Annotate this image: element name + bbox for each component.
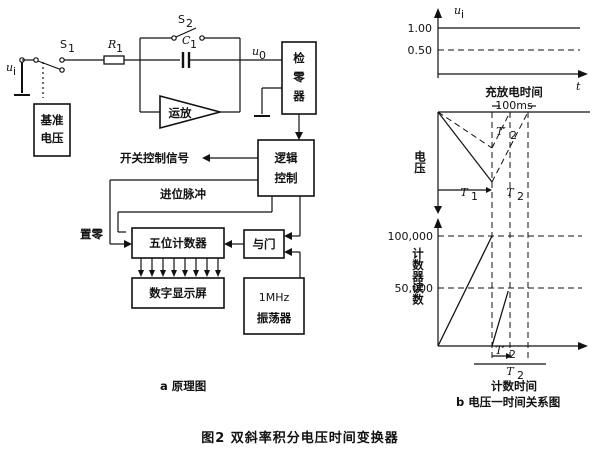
and-to-counter-arrow (224, 240, 232, 248)
carry-pulse-arrow (124, 240, 132, 248)
input-subscript: i (13, 65, 16, 78)
charge-time-title: 充放电时间 (485, 85, 543, 99)
count-ramp-2 (491, 290, 509, 347)
s2-contact-a (171, 35, 177, 41)
deintegrate-ramp-full (491, 111, 529, 183)
reference-voltage-label-1: 基准 (40, 113, 64, 127)
count-tick-1: 100,000 (388, 230, 434, 243)
t2-label-count: T (506, 365, 515, 378)
r1-subscript: 1 (116, 42, 123, 55)
s2-label: S (178, 13, 185, 26)
zero-detector-label-2: 零 (292, 70, 305, 84)
oscillator-box (243, 277, 305, 335)
t2p-label-count: T′ (495, 344, 505, 357)
reference-voltage-label-2: 电压 (41, 131, 64, 145)
count-ramp-1 (437, 235, 493, 347)
switch-signal-label: 开关控制信号 (120, 151, 189, 165)
c1-label: C (182, 34, 191, 47)
duration-label: 100ms (495, 99, 533, 112)
osc-to-and-arrow (284, 248, 292, 256)
t2-subscript-voltage: 2 (517, 190, 524, 203)
detector-to-logic-arrow (295, 132, 303, 140)
ui-axis-subscript: i (461, 8, 464, 21)
count-time-axis-arrow (578, 342, 588, 350)
switch-signal-arrow (202, 154, 210, 162)
count-axis-arrow (434, 218, 442, 228)
input-label: u (6, 61, 13, 74)
counter-box (131, 227, 225, 259)
t1-subscript: 1 (471, 190, 478, 203)
output-label: u (252, 45, 259, 58)
voltage-axis-label: 电压 (413, 150, 427, 175)
count-axis-label: 计数器读数 (411, 246, 425, 305)
oscillator-label-1: 1MHz (259, 291, 290, 304)
t2p-subscript-voltage: 2 (510, 129, 517, 142)
ui-axis-label: u (454, 4, 461, 17)
timing-sublabel: b 电压一时间关系图 (456, 395, 560, 409)
s1-contact-a (33, 57, 39, 63)
c1-subscript: 1 (190, 38, 197, 51)
timing-diagram: u i t 1.00 0.50 充放电时间 电压 100ms T 1 T 2 T… (388, 4, 590, 409)
s1-subscript: 1 (68, 42, 75, 55)
opamp-label: 运放 (169, 106, 192, 120)
reference-voltage-box (33, 103, 71, 157)
carry-pulse-label: 进位脉冲 (160, 187, 206, 201)
t2p-subscript-count: 2 (509, 348, 516, 361)
t2p-label-voltage: T′ (496, 125, 506, 138)
t1-label: T (460, 186, 469, 199)
counter-label: 五位计数器 (149, 236, 207, 250)
r1-label: R (107, 38, 116, 51)
ui-level-2-label: 0.50 (408, 44, 433, 57)
zero-detector-label-3: 器 (292, 89, 305, 103)
display-label: 数字显示屏 (149, 286, 207, 300)
logic-label-2: 控制 (275, 171, 298, 185)
s2-contact-b (199, 35, 205, 41)
voltage-axis-arrow (434, 206, 442, 214)
t2p-span-arrow (506, 353, 512, 359)
ui-axis-arrow (434, 8, 442, 18)
output-subscript: 0 (259, 49, 266, 62)
t2-subscript-count: 2 (517, 369, 524, 382)
t2-label-voltage: T (506, 186, 515, 199)
count-series-group (437, 235, 509, 347)
s2-subscript: 2 (186, 17, 193, 30)
ui-time-axis-arrow (578, 70, 588, 78)
resistor-r1 (103, 55, 125, 65)
integrate-ramp-half (437, 111, 493, 149)
deintegrate-ramp-half (491, 111, 511, 149)
circuit-sublabel: a 原理图 (160, 379, 206, 393)
figure-caption: 图2 双斜率积分电压时间变换器 (201, 430, 399, 446)
s1-blade (37, 60, 63, 71)
t1-span-arrow (486, 187, 492, 193)
opamp-triangle (159, 94, 224, 130)
s2-blade (175, 27, 197, 38)
s1-label: S (60, 38, 67, 51)
s1-common (59, 57, 65, 63)
circuit-diagram: u i S 1 基准 电压 R 1 C 1 (6, 13, 317, 393)
ui-level-1-label: 1.00 (408, 22, 433, 35)
zero-detector-box (281, 41, 317, 115)
s1-contact-b (59, 67, 65, 73)
ui-t-label: t (576, 80, 581, 93)
display-box (131, 277, 225, 309)
integrate-ramp-full (437, 111, 493, 183)
oscillator-label-2: 振荡器 (257, 311, 292, 325)
logic-control-box (257, 139, 315, 197)
count-tick-2: 50,000 (395, 282, 434, 295)
logic-to-and-arrow (284, 232, 292, 240)
logic-label-1: 逻辑 (274, 151, 298, 165)
reset-label: 置零 (80, 227, 103, 241)
and-gate-label: 与门 (253, 237, 276, 251)
zero-detector-label-1: 检 (293, 51, 305, 65)
counter-output-arrows (138, 258, 221, 277)
count-time-label: 计数时间 (491, 379, 537, 393)
